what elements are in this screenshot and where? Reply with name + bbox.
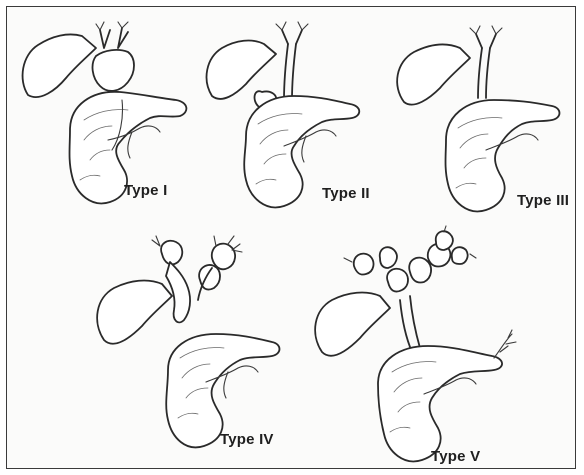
type-5-pancreas bbox=[378, 330, 516, 461]
type-5-gallbladder bbox=[315, 293, 390, 356]
type-5-label: Type V bbox=[431, 448, 480, 465]
